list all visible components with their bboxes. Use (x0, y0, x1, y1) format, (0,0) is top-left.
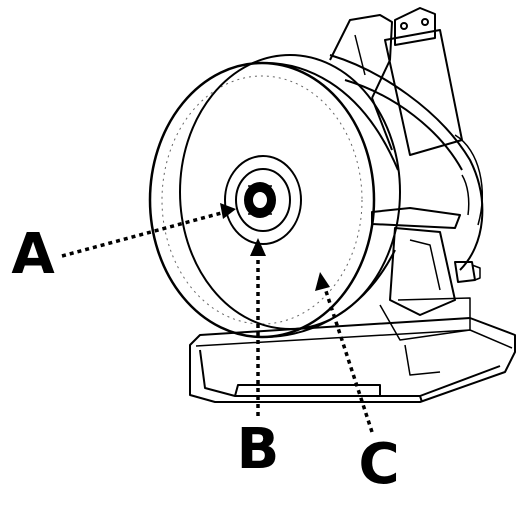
arrowhead-b (250, 238, 266, 256)
tool-rest-assembly (371, 207, 481, 376)
leader-line-c (321, 281, 374, 433)
grinding-wheel (148, 54, 401, 339)
eye-shield (329, 7, 463, 156)
motor-housing (329, 54, 484, 271)
callout-label-b: B (237, 417, 280, 482)
arbor-nut-flange (224, 155, 302, 245)
callout-label-a: A (11, 222, 55, 287)
arrowhead-a (220, 203, 236, 219)
arrowhead-c (315, 272, 330, 291)
leader-lines (61, 210, 374, 433)
callout-label-c: C (358, 432, 399, 497)
leader-line-a (61, 210, 226, 258)
leader-arrowheads (220, 203, 330, 291)
